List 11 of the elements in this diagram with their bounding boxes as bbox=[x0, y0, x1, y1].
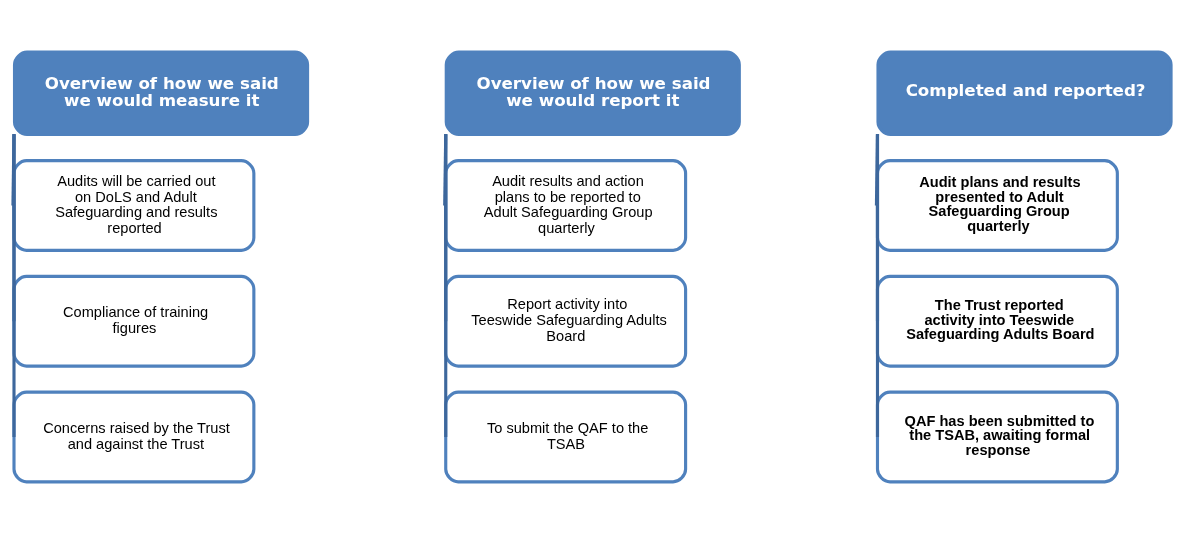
node-box: Overview of how we said we would measure it bbox=[12, 50, 310, 137]
connector bbox=[444, 134, 448, 437]
node-box: To submit the QAF to the TSAB bbox=[444, 390, 688, 484]
connector bbox=[12, 134, 16, 437]
node-box: QAF has been submitted to the TSAB, awaiting formal response bbox=[875, 390, 1119, 484]
connector bbox=[875, 134, 880, 437]
node-box: Concerns raised by the Trust and against the Trust bbox=[12, 390, 256, 484]
node-box: Audit results and action plans to be reported to Adult Safeguarding Group quarterly bbox=[444, 159, 688, 252]
node-box: Overview of how we said we would report it bbox=[444, 50, 741, 137]
node-box: Completed and reported? bbox=[876, 50, 1173, 137]
node-box: Report activity into Teeswide Safeguarding Adults Board bbox=[444, 274, 688, 368]
